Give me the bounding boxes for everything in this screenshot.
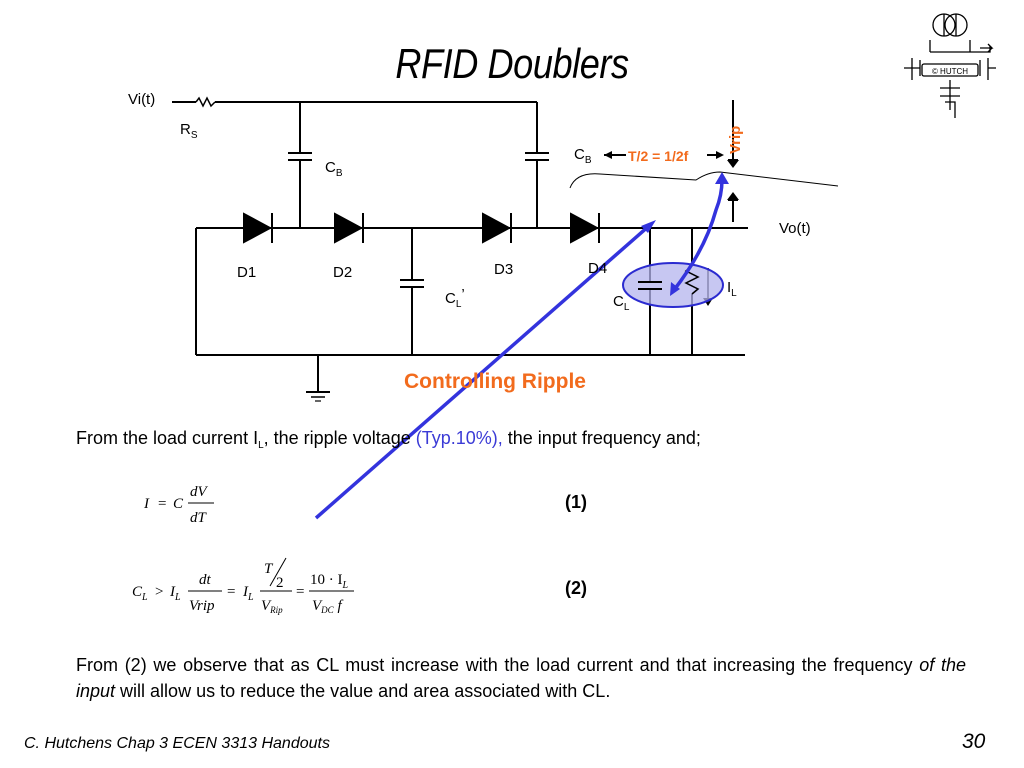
intro-part-b: , the ripple voltage [263,428,416,448]
typical-ripple: (Typ.10%), [415,428,503,448]
intro-part-a: From the load current I [76,428,259,448]
svg-text:IL: IL [169,584,181,603]
svg-text:dT: dT [190,510,208,526]
cl-prime-label: CL’ [445,286,465,310]
svg-text:IL: IL [242,584,254,603]
footer-credit: C. Hutchens Chap 3 ECEN 3313 Handouts [24,735,330,752]
svg-text:10 · IL: 10 · IL [310,572,349,591]
svg-text:=: = [227,584,235,600]
cb2-label: CB [574,146,592,166]
annotation-arrows [314,179,724,520]
svg-text:dt: dt [199,572,212,588]
svg-text:2: 2 [276,575,284,591]
period-label: T/2 = 1/2f [628,148,689,164]
equation-1-number: (1) [565,492,587,512]
hutch-logo [904,13,996,118]
intro-subscript: L [258,440,264,451]
d2-label: D2 [333,264,352,281]
svg-text:I: I [143,496,150,512]
diodes [243,212,600,244]
ripple-waveform [569,171,839,189]
conclusion-emphasis: of the input [76,655,966,701]
svg-text:VDC f: VDC f [312,598,343,615]
svg-text:C: C [173,496,184,512]
il-label: IL [727,279,737,299]
vo-label: Vo(t) [779,220,811,237]
svg-text:CL: CL [132,584,148,603]
conclusion-part-a: From (2) we observe that as CL must incr… [76,655,920,675]
svg-text:>: > [155,584,163,600]
d1-label: D1 [237,264,256,281]
equation-1: I = C dV dT [143,484,214,526]
d3-label: D3 [494,261,513,278]
equation-2: CL > IL dt Vrip = IL T 2 VRip = 10 · IL … [132,557,354,615]
svg-text:VRip: VRip [261,598,283,615]
conclusion-text: From (2) we observe that as CL must incr… [76,652,966,704]
slide-title: RFID Doublers [395,40,629,87]
circuit-wires [172,96,748,402]
vrip-label: Vrip [727,126,744,154]
cb-label: CB [325,159,343,179]
svg-text:=: = [158,496,166,512]
rs-label: RS [180,121,198,141]
equation-2-number: (2) [565,578,587,598]
logo-text: © HUTCH [932,67,968,76]
svg-text:=: = [296,584,304,600]
section-heading: Controlling Ripple [404,370,586,393]
vi-label: Vi(t) [128,91,155,108]
cl-label: CL [613,293,630,313]
svg-text:T: T [264,561,274,577]
svg-text:dV: dV [190,484,209,500]
conclusion-part-b: will allow us to reduce the value and ar… [115,681,611,701]
page-number: 30 [962,730,986,753]
intro-part-c: the input frequency and; [502,428,701,448]
d4-label: D4 [588,260,607,277]
svg-text:Vrip: Vrip [189,598,215,614]
intro-text: From the load current IL, the ripple vol… [76,428,701,451]
